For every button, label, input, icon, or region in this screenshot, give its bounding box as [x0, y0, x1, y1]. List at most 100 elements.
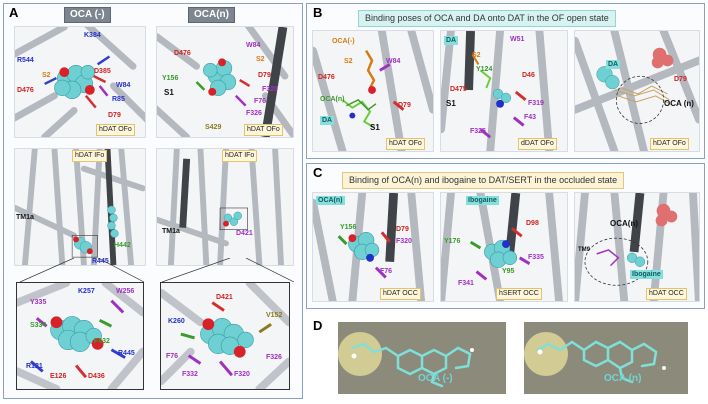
residue-label: D476 [17, 87, 34, 94]
residue-label: D79 [674, 76, 687, 83]
residue-label: D475 [450, 86, 467, 93]
residue-label: W84 [386, 58, 401, 65]
residue-label: D476 [318, 74, 335, 81]
ligand-tag: DA [606, 60, 621, 69]
residue-label: H442 [114, 242, 131, 249]
residue-label: D476 [174, 50, 191, 57]
ligand-tag: Ibogaine [466, 196, 499, 205]
residue-label: F319 [528, 100, 544, 107]
header-oca-n: OCA(n) [188, 7, 235, 23]
state-label-c2: hSERT OCC [496, 288, 542, 300]
ligand-tag: DA [320, 116, 335, 125]
ligand-label: OCA(n) [610, 219, 638, 228]
residue-label: F326 [266, 354, 282, 361]
state-label-a1: hDAT OFo [96, 124, 135, 136]
structure-image-a3 [14, 148, 146, 266]
residue-label: Y335 [30, 299, 47, 306]
panel-a-letter: A [9, 5, 19, 20]
structure-image-c2 [440, 192, 568, 302]
molecule-image-oca-n [524, 322, 688, 394]
residue-label: Y156 [162, 75, 179, 82]
residue-label: F320 [234, 371, 250, 378]
residue-label: D385 [94, 68, 111, 75]
header-oca-minus: OCA (-) [64, 7, 111, 23]
helix-label: TM1a [16, 214, 34, 221]
molecule-label-oca-minus: OCA (-) [418, 373, 453, 384]
residue-label: S2 [42, 72, 51, 79]
residue-label: K384 [84, 32, 101, 39]
ligand-tag: OCA(n) [316, 196, 345, 205]
protein-ribbon-graphic [15, 27, 145, 137]
state-label-b3: hDAT OFo [650, 138, 689, 150]
residue-label: D421 [216, 294, 233, 301]
residue-label: F320 [396, 238, 412, 245]
helix-label: TM1a [162, 228, 180, 235]
residue-label: D79 [398, 102, 411, 109]
residue-label: D98 [526, 220, 539, 227]
residue-label: D421 [236, 230, 253, 237]
residue-label: D79 [108, 112, 121, 119]
residue-label: Y156 [340, 224, 357, 231]
residue-label: F325 [470, 128, 486, 135]
residue-label: S2 [472, 52, 481, 59]
molecule-label-oca-n: OCA (n) [604, 373, 642, 384]
structure-image-c3 [574, 192, 700, 302]
state-label-a3: hDAT IFo [72, 150, 108, 162]
panel-d-letter: D [313, 318, 323, 333]
residue-label: D79 [396, 226, 409, 233]
residue-label: E126 [50, 373, 67, 380]
state-label-c3: hDAT OCC [646, 288, 687, 300]
ligand-label: OCA(n) [320, 96, 345, 103]
residue-label: R121 [26, 363, 43, 370]
residue-label: Y176 [444, 238, 461, 245]
residue-label: W84 [246, 42, 261, 49]
residue-label: F43 [524, 114, 537, 121]
residue-label: S2 [256, 56, 265, 63]
ligand-label: OCA(-) [332, 38, 355, 45]
residue-label: Y95 [502, 268, 515, 275]
residue-label: S2 [344, 58, 353, 65]
state-label-a4: hDAT IFo [222, 150, 258, 162]
state-label-c1: hDAT OCC [380, 288, 421, 300]
residue-label: F341 [458, 280, 474, 287]
structure-image-b3 [574, 30, 700, 152]
residue-label: S1 [164, 88, 174, 97]
structure-image-b2 [440, 30, 568, 152]
ligand-tag: Ibogaine [630, 270, 663, 279]
panel-b-caption: Binding poses of OCA and DA onto DAT in … [358, 10, 616, 27]
residue-label: R544 [17, 57, 34, 64]
structure-image-a6 [160, 282, 290, 390]
residue-label: D79 [258, 72, 271, 79]
residue-label: R85 [112, 96, 125, 103]
zoom-connector-lines [19, 258, 294, 282]
panel-c-letter: C [313, 165, 323, 180]
structure-image-a2 [156, 26, 294, 138]
residue-label: K260 [168, 318, 185, 325]
residue-label: W51 [510, 36, 525, 43]
residue-label: F432 [94, 338, 110, 345]
residue-label: V152 [266, 312, 283, 319]
residue-label: Y124 [476, 66, 493, 73]
helix-label: TM9 [578, 247, 590, 253]
structure-image-a1 [14, 26, 146, 138]
residue-label: W256 [116, 288, 135, 295]
residue-label: F76 [254, 98, 267, 105]
site-label: S1 [446, 99, 456, 108]
residue-label: F320 [262, 86, 278, 93]
residue-label: S429 [205, 124, 222, 131]
structure-image-b1 [312, 30, 434, 152]
residue-label: R445 [92, 258, 109, 265]
ligand-label: OCA (n) [664, 99, 694, 108]
residue-label: D436 [88, 373, 105, 380]
residue-label: F326 [246, 110, 262, 117]
residue-label: F76 [166, 353, 179, 360]
site-label: S1 [370, 123, 380, 132]
state-label-b1: hDAT OFo [386, 138, 425, 150]
panel-c-caption: Binding of OCA(n) and ibogaine to DAT/SE… [342, 172, 625, 189]
residue-label: K257 [78, 288, 95, 295]
state-label-a2: hDAT OFo [244, 124, 283, 136]
residue-label: S334 [30, 322, 47, 329]
state-label-b2: dDAT OFo [518, 138, 557, 150]
residue-label: D46 [522, 72, 535, 79]
molecule-image-oca-minus [338, 322, 506, 394]
